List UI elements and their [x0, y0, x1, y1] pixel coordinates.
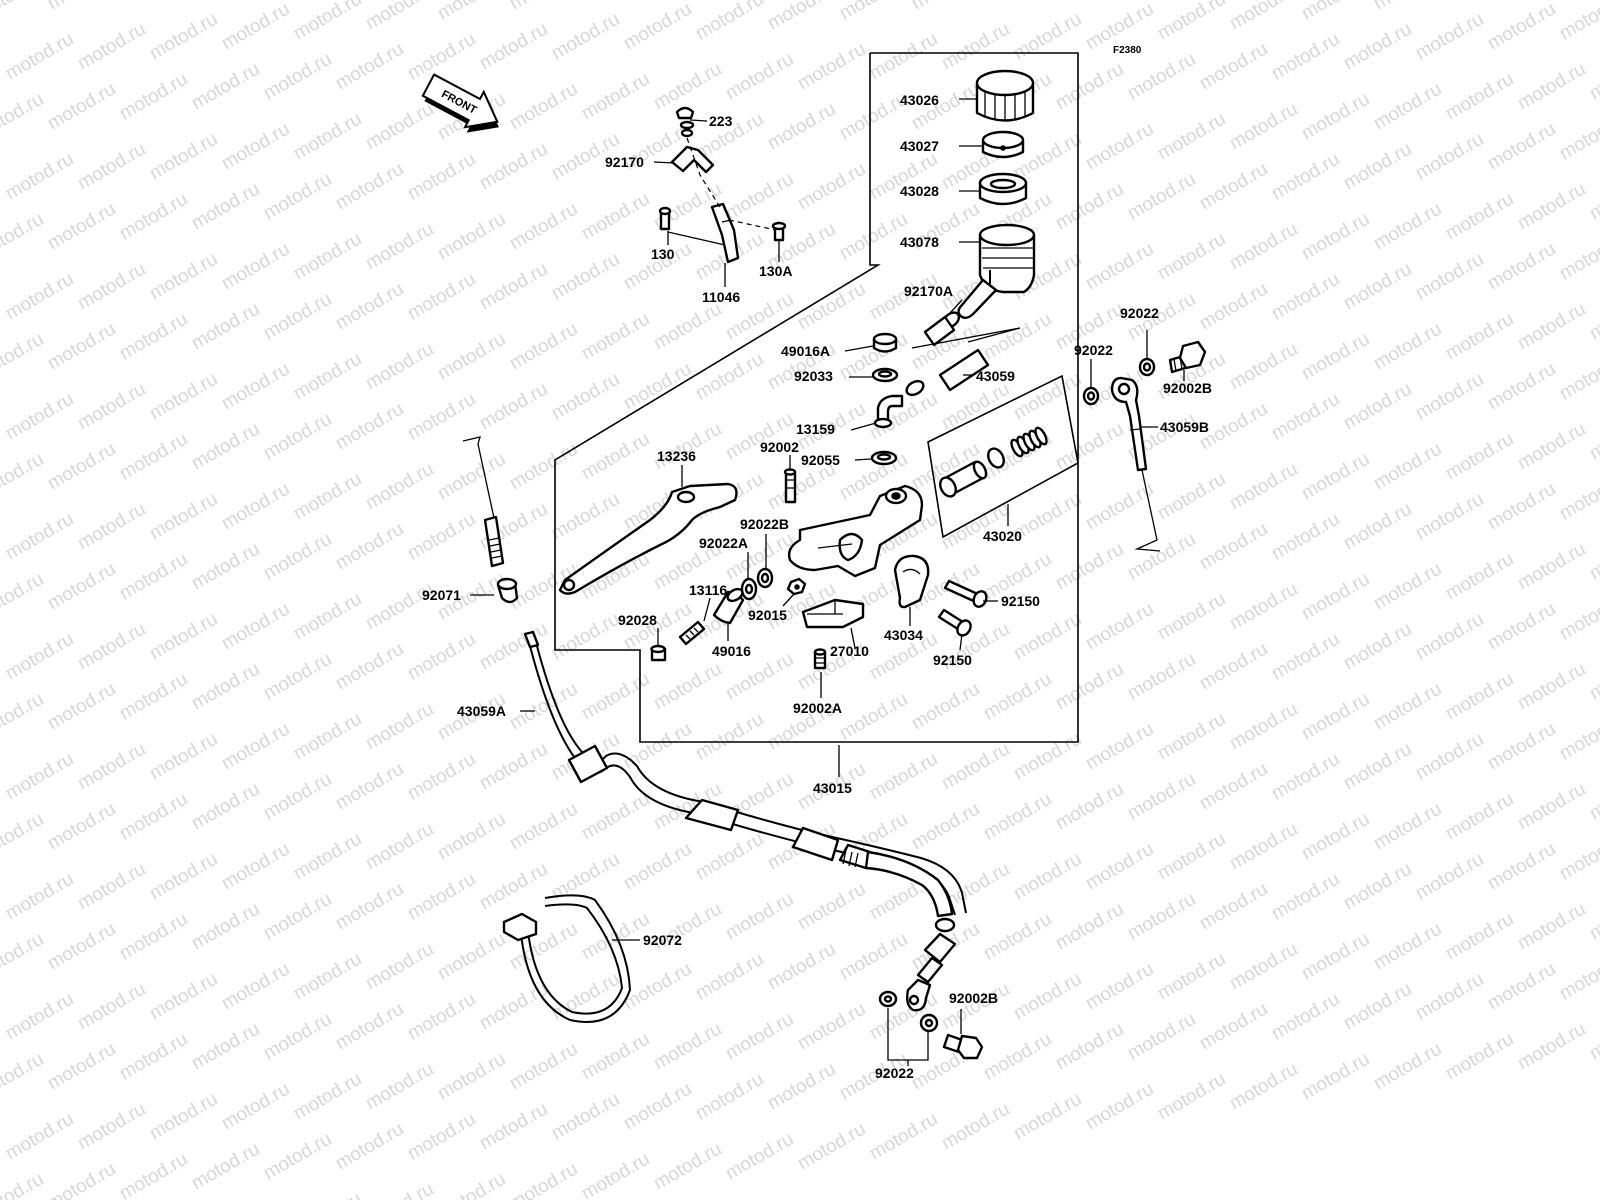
reservoir-43078 [957, 223, 1036, 320]
screw-92002a [813, 648, 827, 670]
part-label: 92150 [1001, 593, 1040, 609]
part-label: 92072 [643, 932, 682, 948]
part-label: 92002B [949, 990, 998, 1006]
part-label: 92022 [875, 1065, 914, 1081]
banjo-bolt-92002b [1168, 340, 1207, 374]
part-label: 92022 [1074, 342, 1113, 358]
assembly-outline-43020 [927, 374, 1079, 539]
part-label: 43059A [457, 703, 506, 719]
circlip-92033 [871, 367, 899, 383]
clamp-43034 [893, 554, 930, 609]
part-label: 27010 [830, 643, 869, 659]
washer-92022-upper [1138, 357, 1156, 377]
part-label: 92022A [699, 535, 748, 551]
cable-tie-92072 [502, 894, 632, 1023]
banjo-bolt-92002b-lower [942, 1033, 984, 1060]
part-label: 92170 [605, 154, 644, 170]
part-label: 49016 [712, 643, 751, 659]
bracket-11046 [710, 202, 740, 264]
reservoir-cap-43026 [975, 69, 1035, 122]
part-label: 92022B [740, 516, 789, 532]
master-cylinder-body [787, 484, 924, 578]
washer-92022b [756, 567, 774, 589]
fitting-elbow-13159 [873, 394, 904, 429]
clutch-hose-43059a [523, 630, 967, 918]
part-label: 43059 [976, 368, 1015, 384]
part-label: 92071 [422, 587, 461, 603]
part-label: 43020 [983, 528, 1022, 544]
part-label: 92002A [793, 700, 842, 716]
reservoir-hose-43059 [911, 315, 1021, 392]
part-label: 49016A [781, 343, 830, 359]
part-label: 43059B [1160, 419, 1209, 435]
nut-92028 [650, 644, 667, 662]
assembly-outline-43015 [554, 52, 1079, 743]
pivot-bolt-92002 [783, 468, 797, 504]
part-label: 92002B [1163, 380, 1212, 396]
part-label: 43034 [884, 627, 923, 643]
diaphragm-plate-43027 [981, 130, 1025, 159]
part-label: 92002 [760, 439, 799, 455]
cable-guide-92170 [670, 145, 715, 174]
part-label: 92170A [904, 283, 953, 299]
part-labels: 43026 43027 43028 43078 92170A 49016A 92… [422, 92, 1212, 1081]
part-label: 92055 [801, 452, 840, 468]
part-label: 130 [651, 246, 675, 262]
assembly-path [728, 219, 777, 231]
part-label: 223 [709, 113, 733, 129]
grommet-49016a [872, 332, 898, 353]
nut-92015 [786, 577, 807, 596]
part-label: 43027 [900, 138, 939, 154]
switch-27010 [801, 598, 865, 629]
bolt-92150-upper [943, 579, 988, 608]
washer-92022-bottom-left [878, 990, 898, 1008]
front-arrow-icon: FRONT [421, 73, 499, 133]
cap-92071 [496, 577, 519, 604]
bolt-130 [658, 206, 672, 231]
assembly-path [1134, 469, 1161, 552]
bolt-92150-lower [937, 608, 972, 637]
part-label: 13236 [657, 448, 696, 464]
bushing-49016 [712, 587, 745, 625]
part-label: 43015 [813, 780, 852, 796]
hose-clamp [905, 379, 925, 397]
lower-banjo-fitting [905, 917, 957, 1012]
assembly-path [686, 137, 721, 208]
leader-lines [470, 98, 1185, 1066]
figure-code: F2380 [1113, 45, 1142, 56]
washer-92022-lower [1082, 386, 1100, 406]
part-label: 43078 [900, 234, 939, 250]
washer-92022-bottom-right [919, 1013, 939, 1033]
part-label: 11046 [702, 289, 740, 305]
part-label: 43028 [900, 183, 939, 199]
part-label: 92015 [748, 607, 787, 623]
screw-223 [675, 106, 695, 138]
part-label: 92028 [618, 612, 657, 628]
part-label: 43026 [900, 92, 939, 108]
part-label: 92022 [1120, 305, 1159, 321]
push-rod-13116 [678, 620, 706, 646]
assembly-path [462, 436, 495, 519]
part-label: 130A [759, 263, 792, 279]
part-label: 92033 [794, 368, 833, 384]
washer-92022a [740, 577, 758, 601]
assembly-path [667, 231, 726, 246]
piston-kit-43020 [939, 426, 1048, 498]
cable-end-adjuster [483, 515, 505, 568]
o-ring-92055 [870, 450, 898, 466]
part-label: 13159 [796, 421, 835, 437]
part-label: 92150 [933, 652, 972, 668]
clutch-lever-13236 [558, 482, 738, 595]
bolt-130a [771, 221, 787, 242]
part-label: 13116 [689, 582, 727, 598]
banjo-hose-43059b [1110, 376, 1148, 472]
diaphragm-43028 [978, 172, 1028, 206]
